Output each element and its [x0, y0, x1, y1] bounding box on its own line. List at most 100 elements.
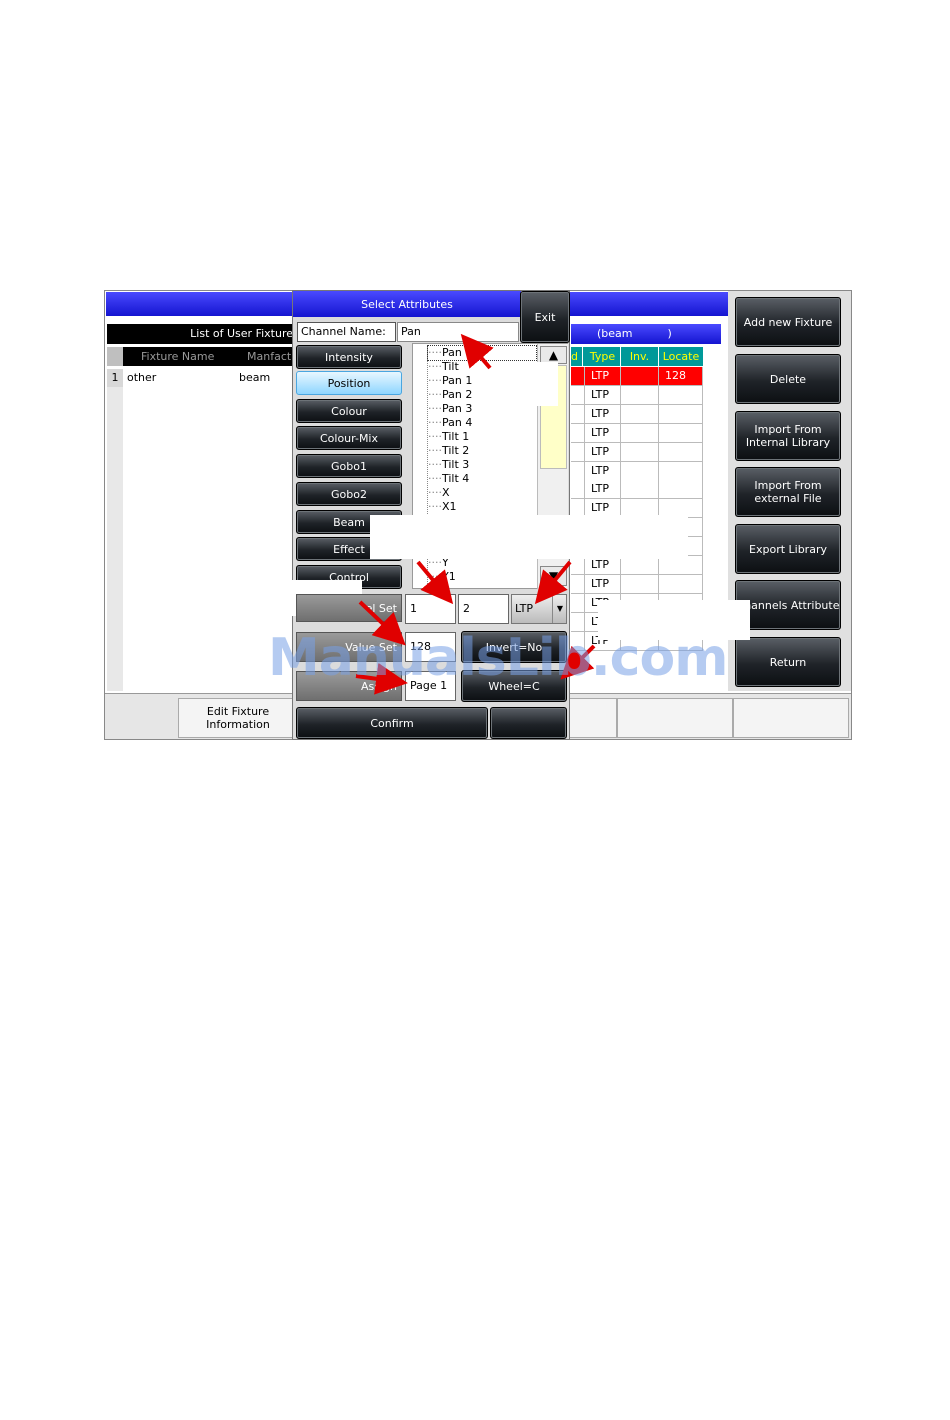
bottom-button-blank-3[interactable] [733, 698, 849, 738]
column-manufacturer: Manfact [247, 350, 292, 363]
delete-button[interactable]: Delete [735, 354, 841, 404]
attribute-list-item[interactable]: ····Pan 4 [428, 416, 473, 429]
channel-name-label: Channel Name: [297, 322, 396, 342]
dialog-title: Select Attributes [293, 291, 521, 317]
manufacturer-cell: beam [239, 371, 271, 384]
category-position-button[interactable]: Position [296, 371, 402, 395]
table-row[interactable]: LTP [571, 385, 703, 405]
fixture-list-header: List of User Fixture [107, 324, 293, 344]
cell-inv [621, 461, 659, 481]
annotation-mask [370, 515, 688, 559]
cell-type: LTP [585, 423, 621, 443]
attribute-list-item[interactable]: ····Pan 1 [428, 374, 473, 387]
arrow-to-channel-name [460, 333, 494, 370]
category-gobo2-button[interactable]: Gobo2 [296, 482, 402, 506]
attribute-list-item[interactable]: ····Tilt 3 [428, 458, 470, 471]
wheel-button[interactable]: Wheel=C [461, 670, 567, 702]
table-row[interactable]: 1 other beam [107, 369, 293, 387]
attribute-label: Pan 4 [442, 416, 473, 429]
column-type: Type [585, 347, 621, 366]
column-fixture-name: Fixture Name [141, 350, 215, 363]
row-index-header [107, 347, 123, 366]
cell-d [571, 612, 585, 632]
attribute-list-item[interactable]: ····X1 [428, 500, 457, 513]
cell-type: LTP [585, 461, 621, 481]
arrow-to-channel-set-from [416, 560, 454, 605]
arrow-to-wheel [560, 644, 596, 680]
cell-d [571, 461, 585, 481]
attribute-label: Tilt 3 [442, 458, 470, 471]
attribute-label: Y [442, 556, 449, 569]
attribute-tree-top: ····Pan····Tilt····Pan 1····Pan 2····Pan… [427, 345, 537, 514]
cell-d [571, 593, 585, 613]
cell-locate [659, 442, 703, 462]
category-colour-mix-button[interactable]: Colour-Mix [296, 426, 402, 450]
cell-type: LTP [585, 556, 621, 575]
attribute-list-item[interactable]: ····Tilt 2 [428, 444, 470, 457]
attribute-list-item[interactable]: ····Pan 3 [428, 402, 473, 415]
confirm-side-button[interactable] [490, 707, 567, 739]
import-external-file-button[interactable]: Import From external File [735, 467, 841, 517]
cell-locate [659, 423, 703, 443]
cell-d [571, 385, 585, 405]
table-row[interactable]: LTP [571, 574, 703, 594]
attribute-list-item[interactable]: ····Y [428, 556, 449, 569]
bottom-button-blank-1[interactable] [569, 698, 617, 738]
return-button[interactable]: Return [735, 637, 841, 687]
fixture-list-row-gutter [107, 387, 123, 691]
cell-inv [621, 556, 659, 575]
import-internal-library-button[interactable]: Import From Internal Library [735, 411, 841, 461]
exit-button[interactable]: Exit [520, 291, 570, 343]
table-row[interactable]: LTP [571, 556, 703, 575]
category-colour-button[interactable]: Colour [296, 399, 402, 423]
attribute-list-item[interactable]: ····Tilt 1 [428, 430, 470, 443]
attribute-label: Pan 2 [442, 388, 473, 401]
watermark-logo: ManualsLib.com [268, 628, 728, 688]
cell-locate [659, 556, 703, 575]
confirm-button[interactable]: Confirm [296, 707, 488, 739]
value-set-input[interactable]: 128 [405, 632, 456, 662]
cell-d [571, 442, 585, 462]
export-library-button[interactable]: Export Library [735, 524, 841, 574]
attribute-list-item[interactable]: ····X [428, 486, 450, 499]
bottom-button-blank-2[interactable] [617, 698, 733, 738]
cell-inv [621, 367, 659, 386]
cell-d [571, 367, 585, 386]
type-select-value: LTP [515, 602, 533, 615]
fixture-name-cell: other [127, 371, 157, 384]
category-gobo1-button[interactable]: Gobo1 [296, 454, 402, 478]
table-row[interactable]: LTP [571, 442, 703, 462]
cell-locate: 128 [659, 367, 703, 386]
cell-type: LTP [585, 404, 621, 424]
row-index: 1 [107, 369, 123, 387]
invert-toggle-button[interactable]: Invert=No [461, 631, 567, 663]
arrow-to-type-select [534, 560, 572, 605]
cell-type: LTP [585, 480, 621, 500]
attribute-label: Tilt 4 [442, 472, 470, 485]
attribute-list-item[interactable]: ····Pan 2 [428, 388, 473, 401]
table-row[interactable]: LTP [571, 461, 703, 481]
channel-set-to-input[interactable]: 2 [458, 594, 509, 624]
add-new-fixture-button[interactable]: Add new Fixture [735, 297, 841, 347]
cell-d [571, 556, 585, 575]
cell-locate [659, 480, 703, 500]
channels-attribute-button[interactable]: Channels Attribute [735, 580, 841, 630]
attribute-list-item[interactable]: ····Tilt 4 [428, 472, 470, 485]
column-inv: Inv. [621, 347, 659, 366]
table-row[interactable]: LTP [571, 423, 703, 443]
category-intensity-button[interactable]: Intensity [296, 345, 402, 369]
page-input[interactable]: Page 1 [405, 671, 456, 701]
channel-table-title: (beam ) [571, 324, 721, 344]
cell-locate [659, 461, 703, 481]
arrow-to-value-set [358, 600, 406, 646]
chevron-down-icon[interactable]: ▼ [552, 595, 567, 623]
edit-fixture-information-button[interactable]: Edit Fixture Information [178, 698, 298, 738]
attribute-list-item[interactable]: ····Pan [427, 345, 537, 361]
attribute-label: Pan [442, 346, 462, 359]
attribute-label: Pan 1 [442, 374, 473, 387]
attribute-list-item[interactable]: ····Tilt [428, 360, 459, 373]
attribute-label: Tilt [442, 360, 459, 373]
table-row[interactable]: LTP [571, 404, 703, 424]
table-row[interactable]: LTP [571, 480, 703, 500]
